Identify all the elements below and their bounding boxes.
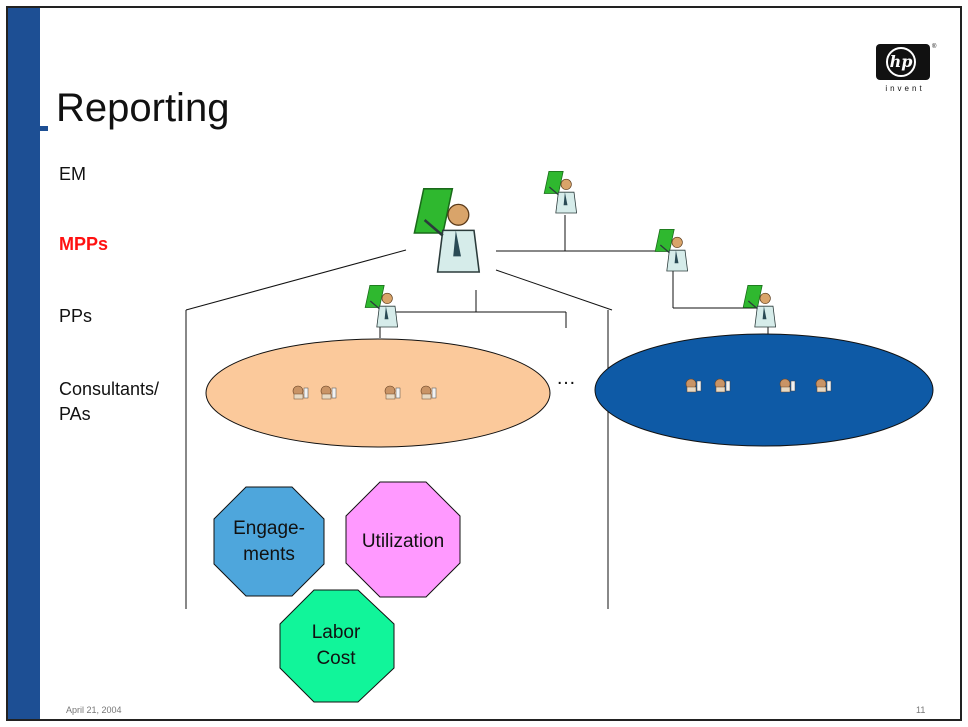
level-label-consultants: Consultants/ bbox=[59, 379, 160, 399]
engagements-label-2: ments bbox=[243, 544, 295, 565]
utilization-octagon bbox=[345, 481, 461, 598]
team-ellipse-orange bbox=[205, 338, 551, 448]
slide: Reporting hp ® invent EM MPPs PPs Consul… bbox=[6, 6, 962, 721]
pp-person-icon-right bbox=[742, 284, 777, 328]
level-label-pps: PPs bbox=[59, 306, 93, 326]
org-diagram: … Engage- ments Utilization Labor Cost bbox=[185, 170, 934, 703]
ellipsis-text: … bbox=[556, 367, 576, 389]
pp-person-icon-left bbox=[364, 284, 399, 328]
slide-title: Reporting bbox=[56, 86, 230, 130]
level-label-mpps: MPPs bbox=[59, 234, 109, 254]
page-number: 11 bbox=[916, 705, 926, 715]
mpp-presenter-icon bbox=[413, 187, 481, 274]
team-ellipse-blue bbox=[594, 333, 934, 447]
footer-date: April 21, 2004 bbox=[66, 705, 122, 715]
utilization-label: Utilization bbox=[362, 531, 444, 552]
hp-logo-icon: hp bbox=[886, 47, 916, 77]
level-label-em: EM bbox=[59, 164, 86, 184]
level-label-pas: PAs bbox=[59, 404, 91, 424]
labor-cost-octagon bbox=[279, 589, 395, 703]
connector-lines bbox=[185, 215, 769, 609]
logo-tagline: invent bbox=[885, 84, 925, 93]
engagements-label-1: Engage- bbox=[233, 518, 305, 539]
em-person-icon bbox=[543, 170, 578, 214]
mpp-person-icon bbox=[654, 228, 689, 272]
hp-logo: hp bbox=[876, 44, 930, 80]
labor-cost-label-2: Cost bbox=[316, 648, 356, 669]
engagements-octagon bbox=[213, 486, 325, 597]
registered-mark: ® bbox=[932, 44, 937, 50]
labor-cost-label-1: Labor bbox=[312, 622, 361, 643]
sidebar-notch bbox=[8, 126, 48, 131]
